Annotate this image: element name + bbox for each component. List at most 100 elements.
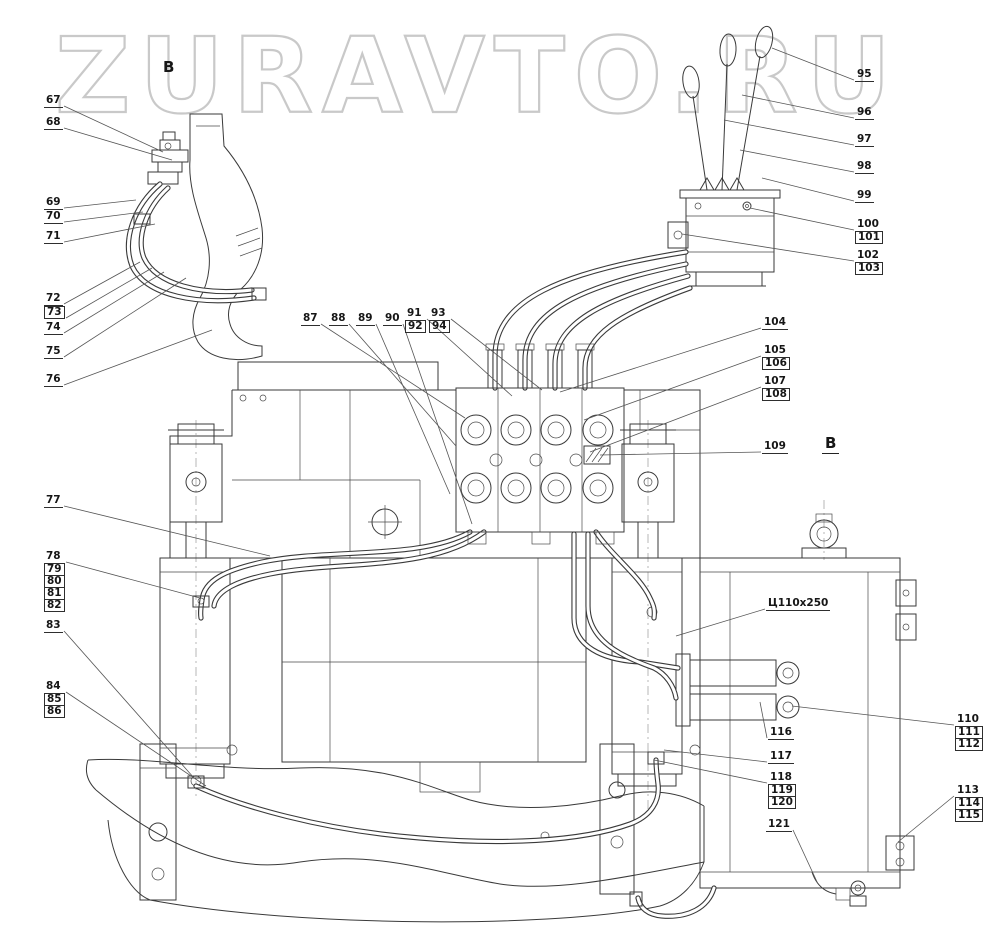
leader-line-84-86	[65, 691, 207, 787]
part-number: 101	[855, 231, 883, 245]
leader-line-76	[63, 329, 213, 386]
part-number: 104	[762, 316, 788, 331]
leader-line-95	[771, 47, 855, 81]
part-number: 112	[955, 738, 983, 752]
watermark-text: ZURAVTO.RU	[55, 15, 900, 137]
leader-line-70	[63, 211, 144, 223]
left-cylinder	[159, 420, 231, 800]
part-number: 68	[44, 116, 63, 131]
leader-line-89	[375, 323, 451, 495]
leader-line-93-94	[450, 318, 543, 391]
part-number: 97	[855, 133, 874, 148]
leader-line-118-120	[653, 759, 768, 784]
part-number: 116	[768, 726, 794, 741]
leader-line-107-108	[589, 386, 762, 453]
right-cylinder	[611, 420, 683, 810]
callout-67: 67	[44, 94, 63, 109]
leader-line-87	[320, 323, 466, 419]
part-number: 87	[301, 312, 320, 327]
part-number: 70	[44, 210, 63, 225]
leader-line-102-103	[681, 233, 855, 262]
horizontal-cylinders	[675, 653, 800, 727]
callout-98: 98	[855, 160, 874, 175]
center-mast	[281, 557, 587, 793]
part-number: 75	[44, 345, 63, 360]
part-number: 117	[768, 750, 794, 765]
callout-109: 109	[762, 440, 788, 455]
part-number: 115	[955, 809, 983, 823]
machine-body	[169, 361, 701, 559]
leader-line-99	[761, 177, 855, 202]
part-number: 103	[855, 262, 883, 276]
bottom-frame	[85, 743, 705, 923]
callout-74: 74	[44, 321, 63, 336]
part-number: 77	[44, 494, 63, 509]
leader-line-67	[63, 105, 164, 153]
callout-99: 99	[855, 189, 874, 204]
leader-line-cyl-dimension	[675, 608, 766, 637]
leader-line-105-106	[583, 355, 762, 421]
part-number: 98	[855, 160, 874, 175]
valve-block	[455, 343, 625, 545]
leader-line-71	[63, 223, 156, 243]
leader-line-75	[63, 277, 187, 358]
lower-hoses	[187, 529, 681, 845]
callout-87: 87	[301, 312, 320, 327]
leader-line-117	[663, 749, 768, 763]
leader-lines	[63, 47, 955, 885]
callout-97: 97	[855, 133, 874, 148]
part-number: 96	[855, 106, 874, 121]
part-number: 71	[44, 230, 63, 245]
leader-line-78-82	[65, 561, 201, 599]
part-number: 88	[329, 312, 348, 327]
callout-83: 83	[44, 619, 63, 634]
oil-tank	[629, 500, 917, 919]
leader-line-69	[63, 199, 137, 209]
part-number: 94	[429, 320, 450, 334]
part-number: 86	[44, 705, 65, 719]
part-number: 106	[762, 357, 790, 371]
leader-line-109	[599, 451, 762, 456]
callout-76: 76	[44, 373, 63, 388]
fitting-detail	[125, 113, 267, 360]
callout-72: 72	[44, 292, 63, 307]
callout-cyl-dimension: Ц110x250	[766, 597, 831, 612]
callout-89: 89	[356, 312, 375, 327]
part-number: 109	[762, 440, 788, 455]
leader-line-91-92	[426, 318, 513, 397]
callout-121: 121	[766, 818, 792, 833]
callout-104: 104	[762, 316, 788, 331]
leader-line-68	[63, 127, 173, 161]
callout-70: 70	[44, 210, 63, 225]
leader-line-98	[739, 149, 855, 173]
part-number: 99	[855, 189, 874, 204]
part-number: 67	[44, 94, 63, 109]
part-number: 74	[44, 321, 63, 336]
part-number: 92	[405, 320, 426, 334]
leader-line-77	[63, 505, 271, 557]
leader-line-74	[63, 271, 165, 334]
part-number: 83	[44, 619, 63, 634]
part-number: 69	[44, 196, 63, 211]
leader-line-83	[63, 630, 195, 779]
callout-71: 71	[44, 230, 63, 245]
leader-line-121	[792, 829, 819, 885]
leader-line-72	[63, 261, 141, 305]
callout-68: 68	[44, 116, 63, 131]
leader-line-113-115	[897, 795, 955, 843]
callout-75: 75	[44, 345, 63, 360]
leader-line-116	[759, 701, 768, 739]
callout-95: 95	[855, 68, 874, 83]
part-number: 121	[766, 818, 792, 833]
leader-line-73	[65, 267, 153, 319]
